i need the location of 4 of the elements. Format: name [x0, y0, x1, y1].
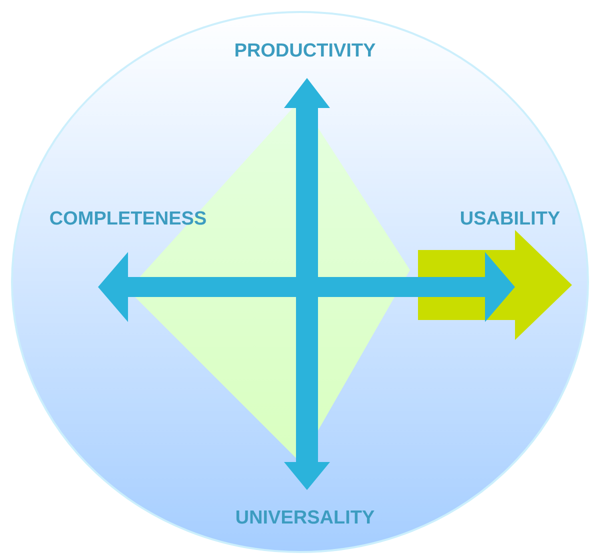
axis-label: PRODUCTIVITY: [236, 43, 376, 57]
axis-label: UNIVERSALITY: [236, 510, 374, 524]
axis-label: COMPLETENESS: [50, 211, 206, 225]
axis-label: USABILITY: [461, 211, 560, 225]
